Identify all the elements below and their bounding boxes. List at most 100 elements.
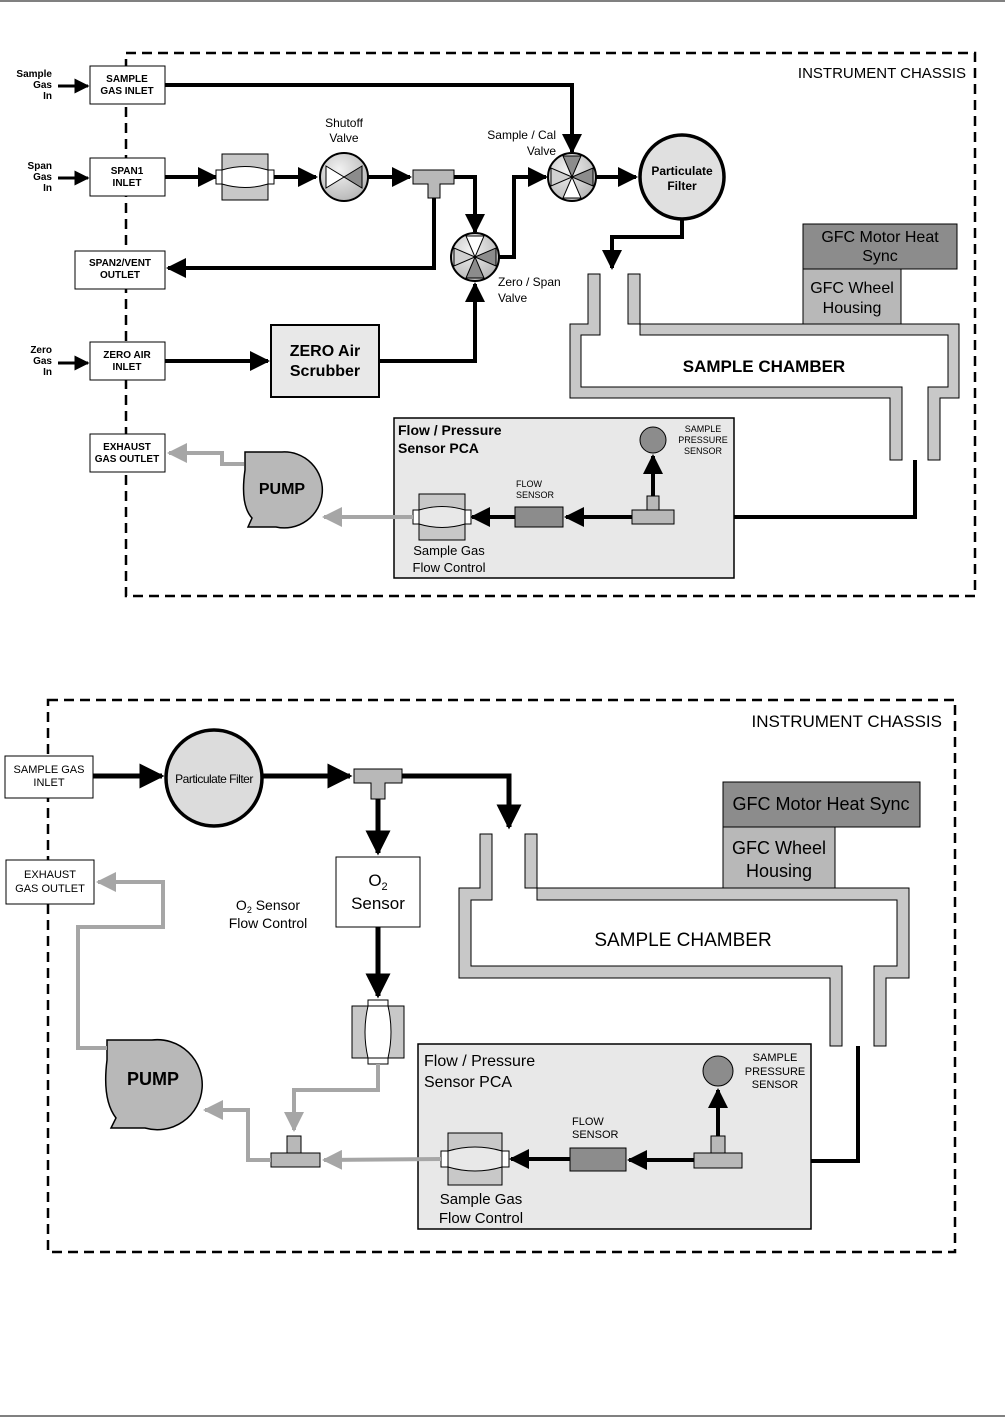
shutoff-valve-label-2: Valve bbox=[329, 131, 358, 145]
svg-text:SAMPLE CHAMBER: SAMPLE CHAMBER bbox=[683, 357, 845, 376]
vent-line bbox=[166, 198, 436, 278]
svg-text:INLET: INLET bbox=[113, 362, 142, 373]
tee-to-pump-line-2 bbox=[203, 1100, 271, 1162]
sample-pressure-sensor-2-label-1: SAMPLE bbox=[753, 1052, 798, 1064]
gfc-motor-heat-sync-2: GFC Motor Heat Sync bbox=[722, 781, 921, 828]
exhaust-gas-outlet-box: EXHAUST GAS OUTLET bbox=[89, 433, 166, 473]
tee-2a bbox=[353, 768, 403, 800]
flow-sensor-label-2: SENSOR bbox=[516, 490, 555, 500]
svg-text:Particulate Filter: Particulate Filter bbox=[175, 772, 253, 786]
particulate-filter: Particulate Filter bbox=[638, 133, 726, 221]
svg-text:EXHAUST: EXHAUST bbox=[24, 869, 76, 881]
sample-cal-valve bbox=[547, 152, 597, 202]
instrument-chassis-border-2 bbox=[46, 698, 957, 1254]
svg-text:Flow / Pressure: Flow / Pressure bbox=[424, 1053, 535, 1070]
zero-air-scrubber: ZERO Air Scrubber bbox=[270, 324, 380, 398]
svg-text:OUTLET: OUTLET bbox=[100, 270, 140, 281]
svg-text:Zero: Zero bbox=[30, 345, 52, 356]
diagram-2: INSTRUMENT CHASSIS SAMPLE GAS INLET Part… bbox=[4, 698, 957, 1254]
sample-pressure-sensor-2-label-2: PRESSURE bbox=[745, 1066, 806, 1078]
svg-text:Scrubber: Scrubber bbox=[290, 363, 360, 380]
svg-text:PUMP: PUMP bbox=[259, 481, 306, 498]
span2-vent-outlet-box: SPAN2/VENT OUTLET bbox=[74, 250, 166, 290]
instrument-chassis-border bbox=[124, 51, 977, 598]
sample-gas-inlet-box-2: SAMPLE GAS INLET bbox=[4, 755, 94, 799]
diagram-1: INSTRUMENT CHASSIS Sample Gas In Span Ga… bbox=[16, 51, 977, 598]
sample-pressure-sensor bbox=[639, 426, 667, 454]
svg-text:Sensor PCA: Sensor PCA bbox=[424, 1074, 512, 1091]
svg-text:Sensor: Sensor bbox=[351, 894, 405, 913]
scrubber-to-valve-line bbox=[379, 282, 485, 363]
o2-restrictor-to-tee-line bbox=[284, 1064, 380, 1132]
svg-text:GFC Wheel: GFC Wheel bbox=[810, 280, 894, 297]
chamber-outlet-line bbox=[674, 460, 917, 527]
tee-to-zero-span-line bbox=[454, 175, 485, 234]
shutoff-valve bbox=[319, 152, 369, 202]
gfc-wheel-housing-2: GFC Wheel Housing bbox=[722, 826, 836, 891]
pump-to-exhaust-line-2 bbox=[76, 872, 165, 1050]
sample-gas-flow-control-label-1: Sample Gas bbox=[413, 543, 485, 558]
svg-text:In: In bbox=[43, 183, 52, 194]
chassis-label: INSTRUMENT CHASSIS bbox=[798, 65, 966, 82]
tee-2b bbox=[270, 1135, 321, 1168]
pump: PUMP bbox=[242, 451, 324, 529]
zero-air-inlet-box: ZERO AIR INLET bbox=[89, 341, 166, 381]
flow-sensor-2 bbox=[569, 1147, 627, 1172]
sample-gas-flow-control-label-2: Flow Control bbox=[413, 560, 486, 575]
zero-gas-in-label: Zero Gas In bbox=[30, 345, 52, 378]
zero-span-valve-label-2: Valve bbox=[498, 291, 527, 305]
svg-text:Gas: Gas bbox=[33, 80, 52, 91]
zero-span-valve-label-1: Zero / Span bbox=[498, 275, 561, 289]
svg-text:Housing: Housing bbox=[746, 861, 812, 881]
svg-text:Gas: Gas bbox=[33, 172, 52, 183]
sample-gas-flow-control-2-label-2: Flow Control bbox=[439, 1210, 523, 1227]
svg-text:Sample: Sample bbox=[16, 69, 52, 80]
svg-text:GFC Motor Heat: GFC Motor Heat bbox=[821, 229, 939, 246]
sample-cal-valve-label-2: Valve bbox=[527, 144, 556, 158]
svg-text:INLET: INLET bbox=[33, 777, 64, 789]
o2-flow-control-label-1: O2 Sensor bbox=[236, 897, 300, 915]
svg-text:SPAN1: SPAN1 bbox=[111, 166, 144, 177]
sample-chamber: SAMPLE CHAMBER bbox=[569, 273, 960, 461]
particulate-filter-2: Particulate Filter bbox=[164, 728, 264, 828]
svg-text:SAMPLE: SAMPLE bbox=[106, 74, 148, 85]
gfc-motor-heat-sync: GFC Motor Heat Sync bbox=[802, 223, 958, 270]
svg-text:INLET: INLET bbox=[113, 178, 142, 189]
pca-tee-2 bbox=[693, 1135, 743, 1169]
svg-text:Span: Span bbox=[28, 161, 52, 172]
svg-text:EXHAUST: EXHAUST bbox=[103, 442, 151, 453]
sample-cal-valve-label-1: Sample / Cal bbox=[487, 128, 556, 142]
zero-span-to-sample-cal-line bbox=[499, 167, 548, 259]
flow-sensor bbox=[514, 506, 564, 528]
sample-pressure-sensor-2-label-3: SENSOR bbox=[752, 1079, 799, 1091]
sample-gas-flow-control-2 bbox=[440, 1132, 510, 1186]
sample-gas-flow-control bbox=[412, 493, 472, 541]
sample-chamber-2: SAMPLE CHAMBER bbox=[458, 833, 910, 1047]
svg-text:Flow / Pressure: Flow / Pressure bbox=[398, 422, 502, 438]
pump-2: PUMP bbox=[104, 1038, 203, 1131]
svg-text:In: In bbox=[43, 91, 52, 102]
pump-to-exhaust-line bbox=[167, 443, 244, 466]
sample-pressure-sensor-label-1: SAMPLE bbox=[685, 424, 722, 434]
svg-text:GAS OUTLET: GAS OUTLET bbox=[15, 883, 85, 895]
svg-text:Housing: Housing bbox=[823, 300, 882, 317]
flow-pressure-sensor-pca: Flow / Pressure Sensor PCA bbox=[393, 417, 735, 579]
span-tee bbox=[412, 169, 455, 199]
restrictor-to-tee-line-2 bbox=[322, 1149, 442, 1170]
span1-inlet-box: SPAN1 INLET bbox=[89, 157, 166, 197]
svg-text:SAMPLE GAS: SAMPLE GAS bbox=[14, 764, 85, 776]
span-flow-restrictor bbox=[215, 153, 275, 201]
sample-gas-flow-control-2-label-1: Sample Gas bbox=[440, 1191, 523, 1208]
svg-text:Particulate: Particulate bbox=[651, 164, 713, 178]
exhaust-gas-outlet-box-2: EXHAUST GAS OUTLET bbox=[5, 859, 95, 905]
zero-span-valve bbox=[450, 232, 500, 282]
svg-text:GAS OUTLET: GAS OUTLET bbox=[95, 454, 159, 465]
span-gas-in-label: Span Gas In bbox=[28, 161, 53, 194]
svg-text:Filter: Filter bbox=[667, 179, 697, 193]
chassis-label-2: INSTRUMENT CHASSIS bbox=[752, 712, 943, 731]
svg-text:GFC Motor Heat Sync: GFC Motor Heat Sync bbox=[732, 794, 909, 814]
sample-pressure-sensor-2 bbox=[702, 1055, 734, 1087]
o2-sensor: O2 Sensor bbox=[335, 856, 421, 928]
filter-to-chamber-line bbox=[602, 219, 684, 270]
svg-text:GAS INLET: GAS INLET bbox=[100, 86, 153, 97]
